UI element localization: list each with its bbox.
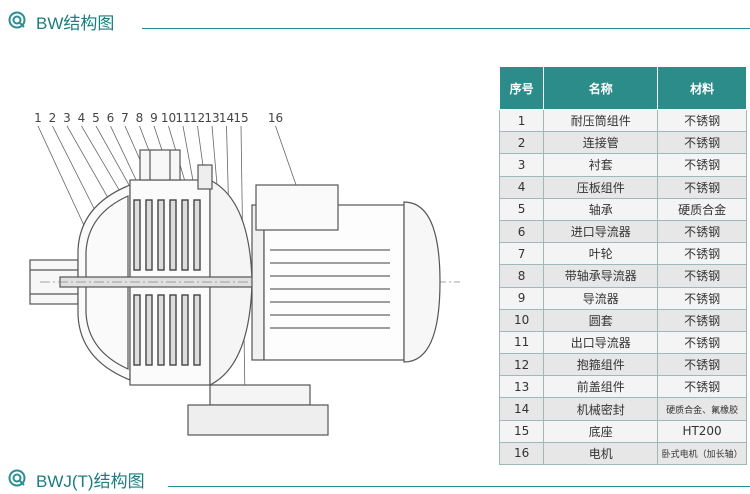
row-number: 13 bbox=[498, 375, 545, 399]
callout-label: 13 bbox=[204, 111, 219, 125]
divider bbox=[168, 486, 750, 487]
callout-label: 4 bbox=[78, 111, 86, 125]
callout-label: 7 bbox=[121, 111, 129, 125]
callout-label: 5 bbox=[92, 111, 100, 125]
row-number: 12 bbox=[498, 353, 545, 377]
part-name: 耐压筒组件 bbox=[543, 108, 659, 133]
logo-icon bbox=[8, 469, 26, 487]
callout-label: 2 bbox=[49, 111, 57, 125]
part-name: 机械密封 bbox=[543, 397, 659, 421]
callout-label: 12 bbox=[190, 111, 205, 125]
table-header-row: 序号 名称 材料 bbox=[498, 66, 747, 110]
part-material: HT200 bbox=[657, 419, 747, 443]
part-material: 不锈钢 bbox=[657, 375, 747, 399]
part-name: 压板组件 bbox=[543, 175, 659, 199]
part-name: 连接管 bbox=[543, 131, 659, 155]
part-name: 轴承 bbox=[543, 197, 659, 221]
row-number: 4 bbox=[498, 175, 545, 199]
callout-label: 15 bbox=[233, 111, 248, 125]
part-material: 不锈钢 bbox=[657, 353, 747, 377]
row-number: 14 bbox=[498, 397, 545, 421]
row-number: 3 bbox=[498, 153, 545, 177]
part-material: 不锈钢 bbox=[657, 175, 747, 199]
callout-label: 16 bbox=[268, 111, 283, 125]
row-number: 6 bbox=[498, 219, 545, 244]
divider bbox=[142, 28, 750, 29]
part-material: 硬质合金、氟橡胶 bbox=[657, 397, 747, 421]
part-name: 出口导流器 bbox=[543, 330, 659, 355]
row-number: 10 bbox=[498, 308, 545, 332]
callout-label: 9 bbox=[150, 111, 158, 125]
part-material: 不锈钢 bbox=[657, 242, 747, 266]
part-material: 卧式电机（加长轴） bbox=[657, 441, 747, 466]
part-name: 导流器 bbox=[543, 286, 659, 310]
part-name: 圆套 bbox=[543, 308, 659, 332]
part-material: 不锈钢 bbox=[657, 308, 747, 332]
section-header-bw: BW结构图 bbox=[0, 6, 750, 36]
part-name: 进口导流器 bbox=[543, 219, 659, 244]
part-name: 抱箍组件 bbox=[543, 353, 659, 377]
part-material: 不锈钢 bbox=[657, 131, 747, 155]
row-number: 1 bbox=[498, 108, 545, 133]
part-name: 电机 bbox=[543, 441, 659, 466]
row-number: 8 bbox=[498, 264, 545, 288]
callout-label: 14 bbox=[219, 111, 234, 125]
part-name: 前盖组件 bbox=[543, 375, 659, 399]
callout-label: 8 bbox=[136, 111, 144, 125]
part-material: 不锈钢 bbox=[657, 330, 747, 355]
part-name: 衬套 bbox=[543, 153, 659, 177]
row-number: 9 bbox=[498, 286, 545, 310]
callout-label: 1 bbox=[34, 111, 42, 125]
part-material: 不锈钢 bbox=[657, 264, 747, 288]
section-title: BW结构图 bbox=[36, 14, 115, 33]
callout-label: 10 bbox=[161, 111, 176, 125]
row-number: 5 bbox=[498, 197, 545, 221]
row-number: 15 bbox=[498, 419, 545, 443]
callout-label: 11 bbox=[175, 111, 190, 125]
part-material: 硬质合金 bbox=[657, 197, 747, 221]
part-material: 不锈钢 bbox=[657, 219, 747, 244]
column-header-material: 材料 bbox=[657, 66, 747, 110]
row-number: 11 bbox=[498, 330, 545, 355]
part-material: 不锈钢 bbox=[657, 153, 747, 177]
logo-icon bbox=[8, 11, 26, 29]
section-title: BWJ(T)结构图 bbox=[36, 472, 145, 491]
callout-label: 3 bbox=[63, 111, 71, 125]
part-material: 不锈钢 bbox=[657, 286, 747, 310]
row-number: 16 bbox=[498, 441, 545, 466]
row-number: 7 bbox=[498, 242, 545, 266]
column-header-number: 序号 bbox=[498, 66, 545, 110]
section-header-bwj: BWJ(T)结构图 bbox=[0, 464, 750, 494]
part-name: 底座 bbox=[543, 419, 659, 443]
part-name: 带轴承导流器 bbox=[543, 264, 659, 288]
part-material: 不锈钢 bbox=[657, 108, 747, 133]
callout-label: 6 bbox=[107, 111, 115, 125]
row-number: 2 bbox=[498, 131, 545, 155]
column-header-name: 名称 bbox=[543, 66, 659, 110]
part-name: 叶轮 bbox=[543, 242, 659, 266]
